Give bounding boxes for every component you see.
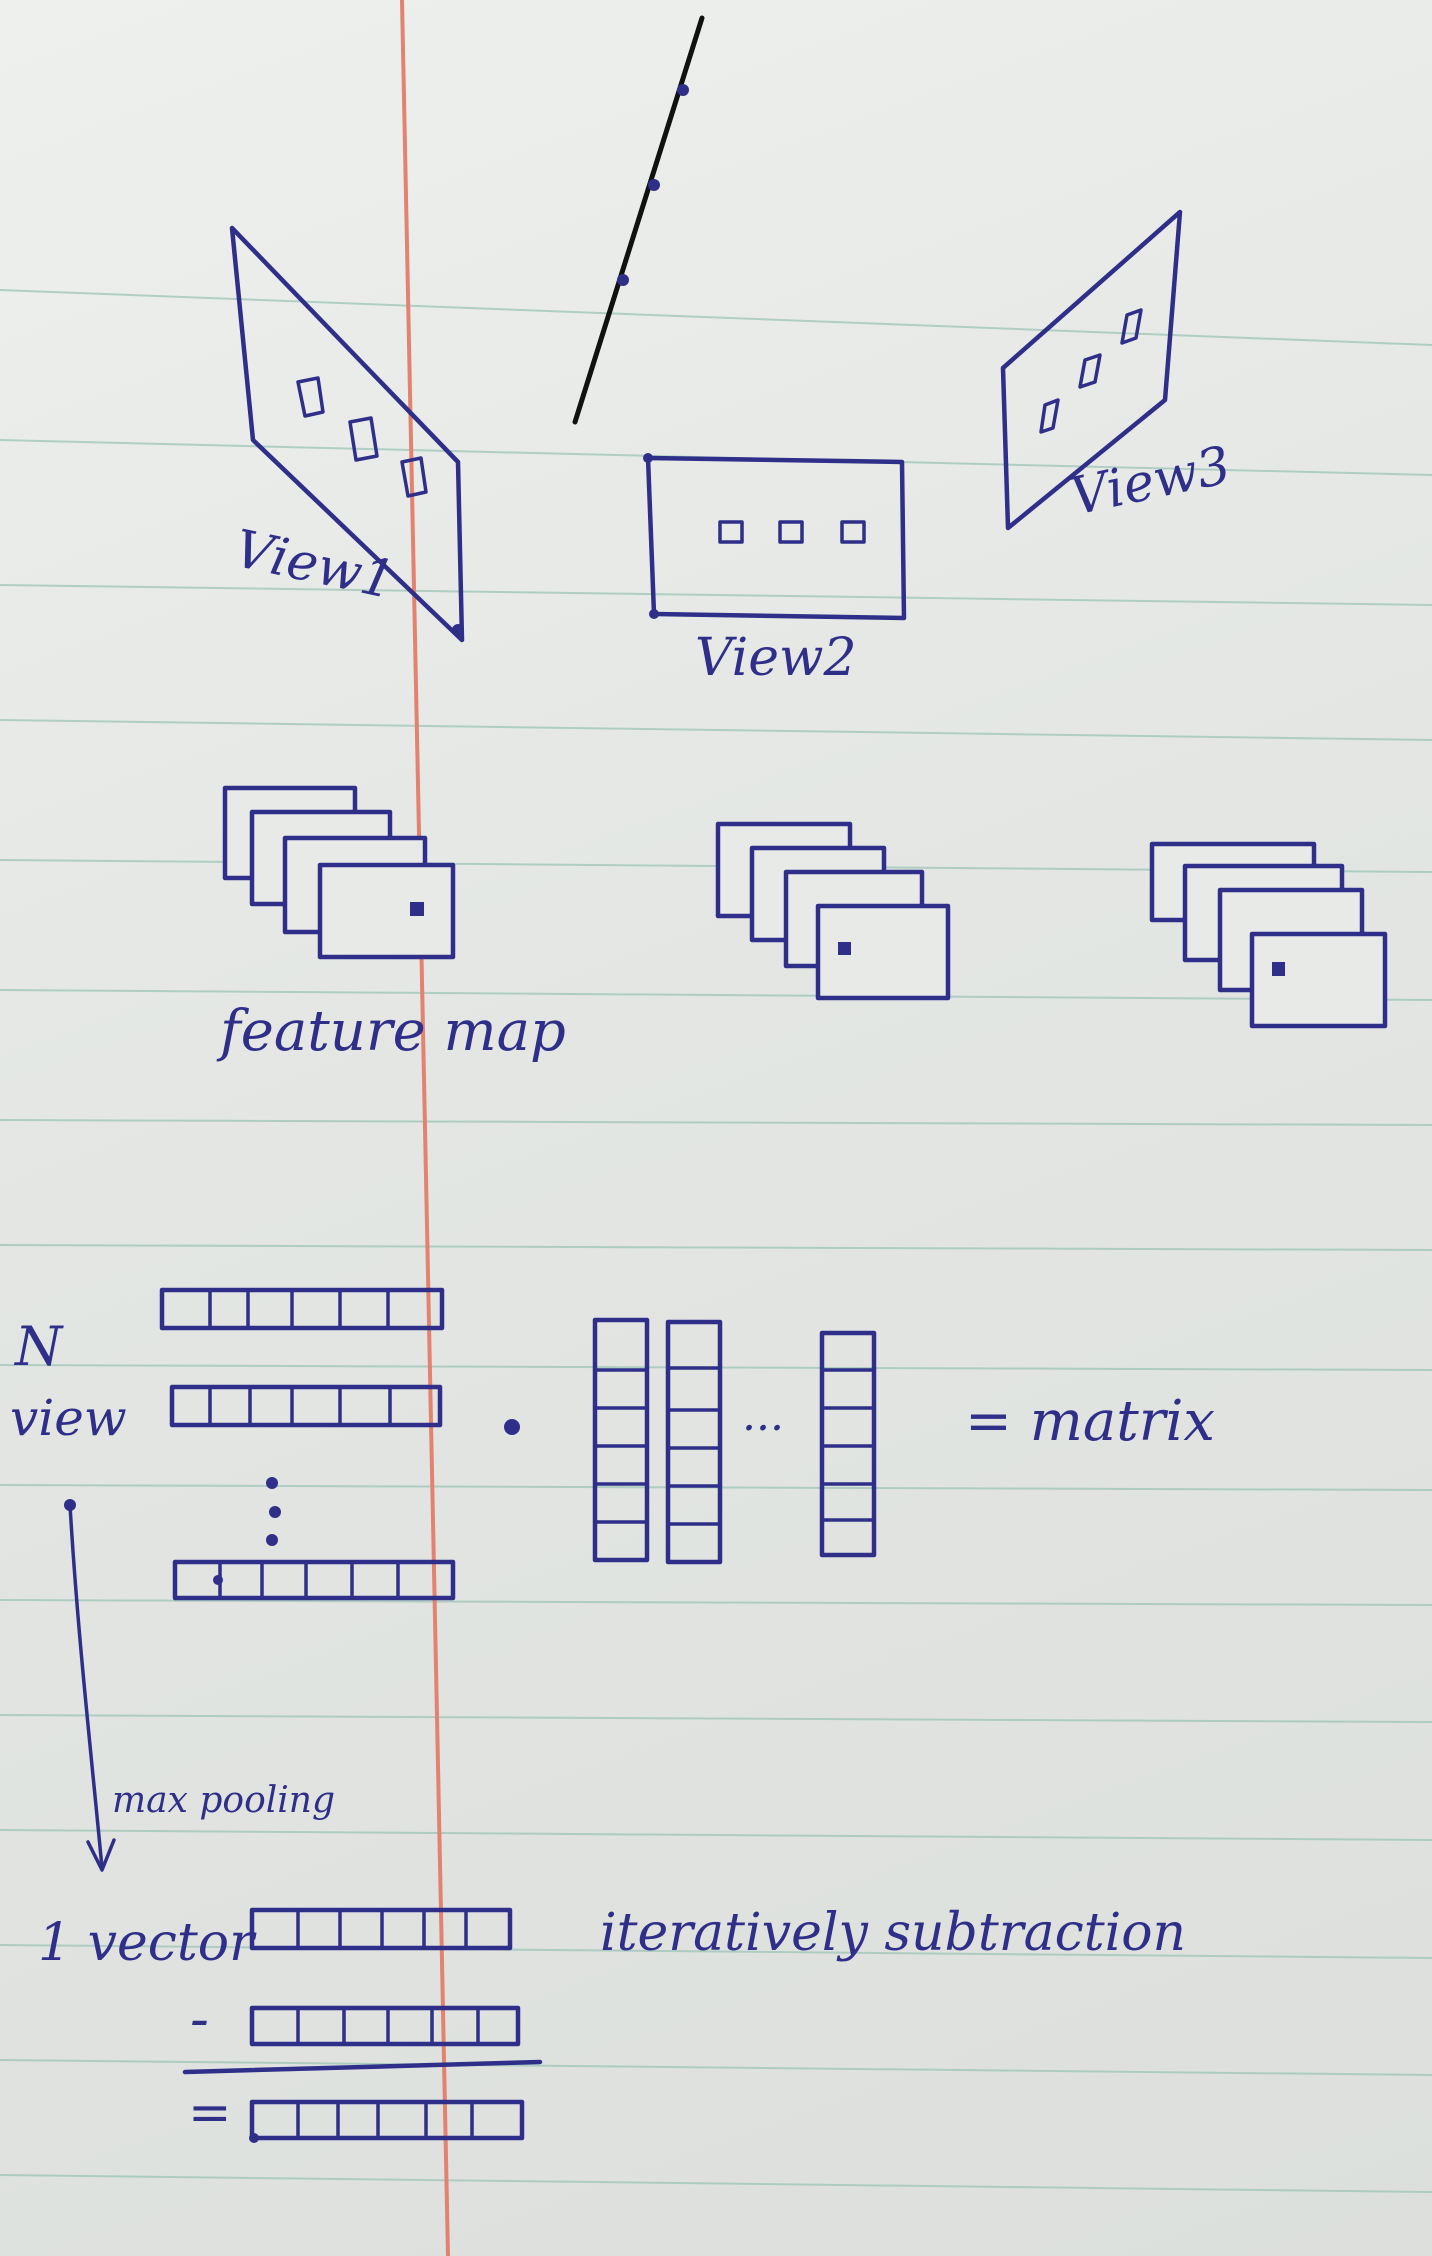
max-pooling-label: max pooling [112, 1780, 335, 1821]
margin-line [400, 0, 450, 2256]
view1-plane [229, 225, 465, 643]
view-label: view [10, 1389, 127, 1447]
subtraction-bar [182, 2059, 543, 2075]
view1-label: View1 [229, 519, 400, 611]
equals-matrix-label: = matrix [965, 1389, 1215, 1454]
minus-sign: - [190, 1987, 209, 2052]
dot-product-symbol [504, 1419, 520, 1435]
n-label: N [13, 1315, 64, 1378]
feature-map-label: feature map [216, 999, 566, 1064]
view2-plane [643, 453, 907, 621]
equals-sign: = [188, 2083, 232, 2143]
row-vector-1 [159, 1287, 445, 1331]
line-3d [572, 15, 705, 425]
column-vector-n [819, 1330, 877, 1558]
feature-map-stack-1 [222, 785, 456, 960]
iteratively-subtraction-label: iteratively subtraction [600, 1903, 1186, 1963]
horizontal-ellipsis: ... [742, 1390, 784, 1441]
column-vector-1 [592, 1317, 650, 1563]
row-vector-2 [169, 1384, 443, 1428]
max-pooling-arrow [64, 1499, 116, 1872]
view2-label: View2 [695, 628, 857, 688]
result-vector [249, 2099, 525, 2143]
column-vector-2 [665, 1319, 723, 1565]
row-vector-n [172, 1559, 456, 1601]
subtracted-vector [249, 2005, 521, 2047]
feature-map-stack-3 [1149, 841, 1388, 1029]
one-vector-label: 1 vector [38, 1913, 257, 1973]
view3-label: View3 [1065, 435, 1236, 527]
view3-plane [1000, 209, 1183, 531]
feature-map-stack-2 [715, 821, 951, 1001]
pooled-vector [249, 1907, 513, 1951]
vertical-ellipsis [266, 1477, 281, 1546]
